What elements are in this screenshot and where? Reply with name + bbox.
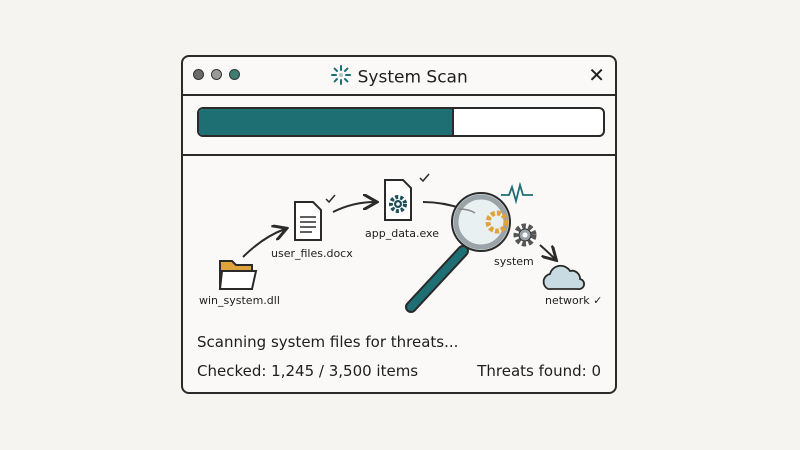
item-label: system xyxy=(494,255,534,268)
window-title-text: System Scan xyxy=(357,67,468,88)
cloud-icon xyxy=(542,264,585,290)
close-icon[interactable]: ✕ xyxy=(588,63,605,87)
folder-icon xyxy=(218,260,258,290)
arrow xyxy=(332,202,375,213)
progress-fill xyxy=(199,109,454,135)
progress-section xyxy=(183,94,615,156)
window-control-maximize-dot[interactable] xyxy=(229,69,240,80)
item-label: user_files.docx xyxy=(271,247,353,260)
pulse-icon xyxy=(501,181,533,205)
arrow xyxy=(539,244,555,259)
title-bar: System Scan ✕ xyxy=(183,57,615,96)
magnifier-icon xyxy=(405,192,511,313)
window-control-close-dot[interactable] xyxy=(193,69,204,80)
item-label: network ✓ xyxy=(545,294,603,307)
scan-window: System Scan ✕ xyxy=(181,55,617,394)
scan-illustration xyxy=(218,173,585,313)
window-title: System Scan xyxy=(183,64,615,91)
item-label: win_system.dll xyxy=(199,294,280,307)
gear-icon xyxy=(513,223,537,247)
check-icon xyxy=(419,173,430,183)
gear-file-icon xyxy=(384,173,430,221)
status-message: Scanning system files for threats... xyxy=(197,333,459,351)
window-control-minimize-dot[interactable] xyxy=(211,69,222,80)
document-icon xyxy=(294,194,336,241)
threats-count: Threats found: 0 xyxy=(477,362,601,380)
progress-bar xyxy=(197,107,605,137)
scanning-spinner-icon xyxy=(330,65,357,91)
item-label: app_data.exe xyxy=(365,227,439,240)
check-icon xyxy=(325,194,336,204)
checked-count: Checked: 1,245 / 3,500 items xyxy=(197,362,419,380)
arrow xyxy=(242,229,285,258)
